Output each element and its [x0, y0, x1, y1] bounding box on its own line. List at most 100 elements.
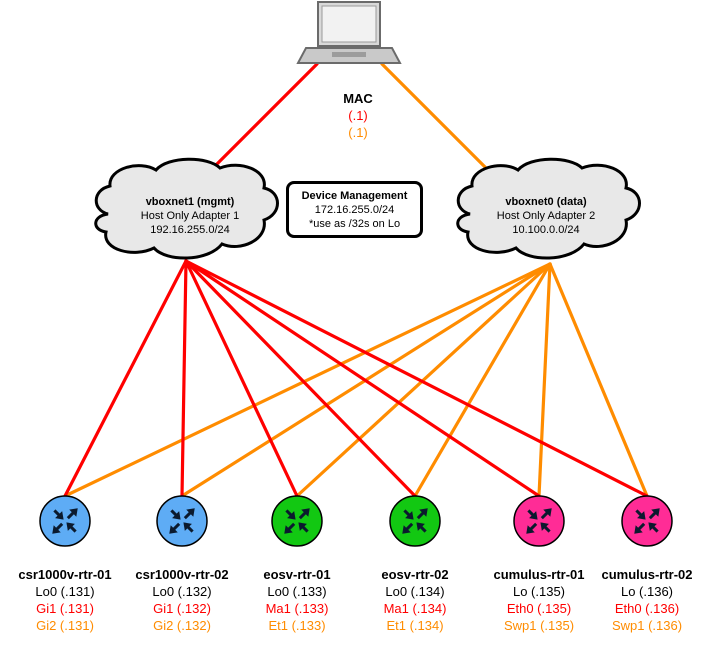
- router-data-interface: Gi2 (.132): [153, 618, 211, 633]
- arrow-in-bottom-right: [298, 522, 309, 533]
- router-mgmt-interface: Gi1 (.132): [153, 601, 211, 616]
- arrow-out-top-right: [416, 508, 428, 520]
- router-mgmt-interface: Ma1 (.133): [265, 601, 329, 616]
- arrow-in-top-left-head: [529, 511, 538, 520]
- router-name: cumulus-rtr-02: [601, 567, 693, 582]
- link-host-data: [380, 62, 490, 172]
- arrow-in-bottom-right-head: [183, 522, 192, 531]
- router-icon: [156, 495, 208, 547]
- arrow-out-top-right: [183, 508, 195, 520]
- arrow-in-bottom-right-head: [540, 522, 549, 531]
- router-name: cumulus-rtr-01: [493, 567, 585, 582]
- arrow-out-top-right: [648, 508, 660, 520]
- arrow-in-top-left: [403, 509, 414, 520]
- router-data-interface: Et1 (.134): [386, 618, 444, 633]
- link-mgmt-eosv-rtr-01: [184, 259, 299, 498]
- arrow-in-top-left-head: [55, 511, 64, 520]
- arrow-in-top-left: [285, 509, 296, 520]
- arrow-in-top-left-head: [405, 511, 414, 520]
- arrow-in-bottom-right-head: [648, 522, 657, 531]
- arrow-in-bottom-right: [648, 522, 659, 533]
- link-mgmt-csr1000v-rtr-02: [180, 259, 188, 498]
- arrow-in-top-left-head: [172, 511, 181, 520]
- router-loopback: Lo0 (.134): [385, 584, 445, 599]
- router-name: csr1000v-rtr-02: [135, 567, 229, 582]
- router-name: csr1000v-rtr-01: [18, 567, 112, 582]
- arrow-in-bottom-right: [183, 522, 194, 533]
- cloud-vboxnet1: [94, 157, 279, 260]
- router-body: [271, 495, 323, 547]
- router-icon: [271, 495, 323, 547]
- link-mgmt-eosv-rtr-02: [184, 259, 417, 498]
- arrow-out-top-right-head: [301, 508, 310, 517]
- router-icon: [513, 495, 565, 547]
- router-name: eosv-rtr-02: [381, 567, 449, 582]
- router-mgmt-interface: Ma1 (.134): [383, 601, 447, 616]
- laptop-icon: [296, 1, 402, 64]
- link-data-cumulus-rtr-01: [537, 262, 552, 498]
- router-name: eosv-rtr-01: [263, 567, 331, 582]
- host-mgmt-ip: (.1): [348, 108, 368, 123]
- router-data-interface: Gi2 (.131): [36, 618, 94, 633]
- cloud-data-line2: 10.100.0.0/24: [512, 224, 580, 236]
- router-data-interface: Swp1 (.135): [503, 618, 575, 633]
- router-icon: [621, 495, 673, 547]
- device-management-line2: *use as /32s on Lo: [308, 218, 401, 230]
- arrow-out-bottom-left: [52, 522, 64, 534]
- router-mgmt-interface: Eth0 (.135): [506, 601, 572, 616]
- link-data-eosv-rtr-01: [295, 262, 552, 498]
- link-mgmt-csr1000v-rtr-01: [63, 259, 188, 498]
- arrow-out-bottom-left: [402, 522, 414, 534]
- router-body: [39, 495, 91, 547]
- router-body: [389, 495, 441, 547]
- arrow-out-bottom-left-head: [52, 525, 61, 534]
- link-data-cumulus-rtr-02: [548, 262, 649, 498]
- arrow-in-top-left-head: [637, 511, 646, 520]
- arrow-in-bottom-right-head: [416, 522, 425, 531]
- arrow-in-top-left: [635, 509, 646, 520]
- arrow-out-top-right: [540, 508, 552, 520]
- router-body: [513, 495, 565, 547]
- arrow-out-bottom-left-head: [526, 525, 535, 534]
- routers-layer: [39, 495, 673, 547]
- host-name: MAC: [343, 91, 373, 106]
- arrow-out-bottom-left-head: [284, 525, 293, 534]
- arrow-out-top-right-head: [543, 508, 552, 517]
- device-management-title: Device Management: [301, 190, 408, 202]
- device-management-box: Device Management 172.16.255.0/24 *use a…: [286, 181, 423, 238]
- arrow-out-top-right-head: [186, 508, 195, 517]
- cloud-mgmt-line2: 192.16.255.0/24: [150, 224, 230, 236]
- arrow-out-top-right: [298, 508, 310, 520]
- arrow-out-bottom-left: [284, 522, 296, 534]
- router-loopback: Lo0 (.132): [152, 584, 212, 599]
- arrow-in-bottom-right: [416, 522, 427, 533]
- link-data-csr1000v-rtr-01: [63, 262, 552, 498]
- router-loopback: Lo0 (.131): [35, 584, 95, 599]
- arrow-in-bottom-right-head: [66, 522, 75, 531]
- router-mgmt-interface: Gi1 (.131): [36, 601, 94, 616]
- cloud-mgmt-text: vboxnet1 (mgmt) Host Only Adapter 1 192.…: [120, 195, 260, 237]
- arrow-in-bottom-right: [66, 522, 77, 533]
- arrow-out-bottom-left-head: [169, 525, 178, 534]
- link-host-mgmt: [209, 62, 319, 172]
- arrow-out-bottom-left-head: [634, 525, 643, 534]
- router-mgmt-interface: Eth0 (.136): [614, 601, 680, 616]
- arrow-out-top-right-head: [69, 508, 78, 517]
- arrow-out-bottom-left: [526, 522, 538, 534]
- cloud-vboxnet0: [456, 157, 641, 260]
- device-management-line1: 172.16.255.0/24: [314, 204, 395, 216]
- host-data-ip: (.1): [348, 125, 368, 140]
- arrow-in-bottom-right-head: [298, 522, 307, 531]
- arrow-in-top-left-head: [287, 511, 296, 520]
- cloud-mgmt-title: vboxnet1 (mgmt): [145, 196, 235, 208]
- cloud-mgmt-line1: Host Only Adapter 1: [140, 210, 240, 222]
- link-data-eosv-rtr-02: [413, 262, 552, 498]
- arrow-out-top-right-head: [419, 508, 428, 517]
